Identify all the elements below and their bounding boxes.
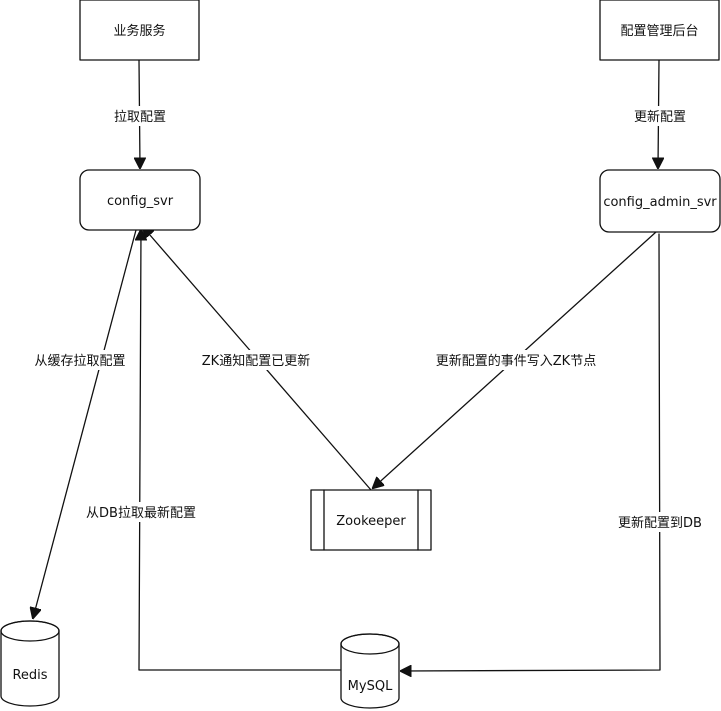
node-config-svr-label: config_svr	[107, 194, 174, 209]
svg-text:拉取配置: 拉取配置	[114, 110, 166, 125]
node-config-admin-label: 配置管理后台	[620, 24, 698, 39]
node-config-admin[interactable]: 配置管理后台	[599, 0, 720, 61]
node-config-svr[interactable]: config_svr	[79, 169, 201, 231]
edge-pull-from-db	[139, 230, 341, 671]
node-business-service[interactable]: 业务服务	[79, 0, 200, 61]
node-mysql[interactable]: MySQL	[340, 633, 400, 709]
node-config-admin-svr-label: config_admin_svr	[603, 195, 717, 210]
node-config-admin-svr[interactable]: config_admin_svr	[599, 169, 721, 233]
node-redis-label: Redis	[12, 668, 47, 683]
node-business-service-label: 业务服务	[113, 23, 165, 39]
edge-label-pull-from-db: 从DB拉取最新配置	[80, 502, 202, 522]
svg-text:更新配置: 更新配置	[634, 109, 686, 125]
edge-update-to-db	[401, 233, 661, 671]
node-zookeeper[interactable]: Zookeeper	[310, 489, 432, 551]
edge-label-pull-from-cache: 从缓存拉取配置	[28, 350, 132, 370]
svg-text:从缓存拉取配置: 从缓存拉取配置	[34, 354, 125, 369]
node-zookeeper-label: Zookeeper	[336, 514, 406, 529]
edge-label-write-zk-event: 更新配置的事件写入ZK节点	[427, 350, 605, 370]
svg-text:ZK通知配置已更新: ZK通知配置已更新	[202, 353, 310, 369]
svg-text:从DB拉取最新配置: 从DB拉取最新配置	[86, 505, 196, 521]
edge-label-update-config: 更新配置	[628, 106, 691, 126]
node-redis[interactable]: Redis	[0, 620, 60, 707]
svg-text:更新配置到DB: 更新配置到DB	[618, 515, 702, 531]
node-mysql-label: MySQL	[348, 679, 393, 694]
edge-label-pull-config: 拉取配置	[108, 106, 171, 126]
edge-label-update-to-db: 更新配置到DB	[614, 512, 707, 532]
edge-pull-from-cache	[33, 229, 137, 618]
svg-text:更新配置的事件写入ZK节点: 更新配置的事件写入ZK节点	[436, 353, 596, 369]
edge-label-zk-notify: ZK通知配置已更新	[196, 350, 316, 370]
